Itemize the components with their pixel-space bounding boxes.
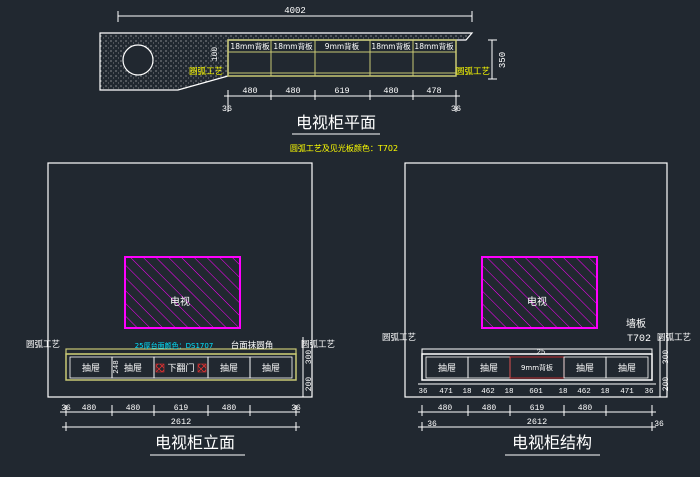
plan-view: 4002 18mm背板 18mm背板 9mm背板 18mm背板 18mm背板 1… bbox=[99, 6, 508, 153]
structure-cabinet bbox=[421, 353, 653, 381]
structure-inner-dim: 18 bbox=[462, 388, 471, 396]
structure-dim: 619 bbox=[530, 404, 545, 413]
plan-arc-right: 圆弧工艺 bbox=[456, 66, 490, 77]
elevation-dim: 480 bbox=[222, 404, 237, 413]
plan-dim: 480 bbox=[285, 86, 300, 96]
plan-board-label: 18mm背板 bbox=[273, 41, 313, 51]
plan-board-label: 9mm背板 bbox=[325, 41, 360, 51]
elevation-dim: 480 bbox=[82, 404, 97, 413]
plan-cabinet-body bbox=[227, 39, 457, 77]
elevation-height-248: 248 bbox=[113, 360, 121, 374]
elevation-total: 2612 bbox=[171, 417, 191, 427]
structure-dim: 480 bbox=[438, 404, 453, 413]
structure-dim: 480 bbox=[482, 404, 497, 413]
plan-board-label: 18mm背板 bbox=[371, 41, 411, 51]
plan-round-column bbox=[122, 44, 154, 76]
structure-total: 2612 bbox=[527, 417, 547, 427]
elevation-cabinet bbox=[65, 353, 297, 381]
plan-dim: 480 bbox=[383, 86, 398, 96]
structure-inner-dim: 471 bbox=[439, 388, 453, 396]
elevation-height: 200 bbox=[305, 377, 314, 392]
elevation-color-note: 25厚台面颜色：DS1707 bbox=[135, 341, 214, 350]
structure-end-left: 36 bbox=[427, 420, 437, 429]
structure-inner-dim: 601 bbox=[529, 388, 543, 396]
elevation-height: 300 bbox=[305, 350, 314, 365]
plan-color-note: 圆弧工艺及见光板颜色：T702 bbox=[290, 143, 398, 153]
plan-end-right: 36 bbox=[451, 104, 461, 114]
elevation-title: 电视柜立面 bbox=[155, 433, 235, 452]
structure-inner-dim: 471 bbox=[620, 388, 634, 396]
elevation-tv bbox=[124, 256, 241, 329]
structure-end-right: 36 bbox=[654, 420, 664, 429]
elevation-tv-label: 电视 bbox=[170, 295, 190, 308]
elevation-drawer: 抽屉 bbox=[262, 362, 280, 374]
structure-drawer: 抽屉 bbox=[480, 362, 498, 374]
plan-depth: 350 bbox=[498, 52, 508, 68]
elevation-arc-right: 圆弧工艺 bbox=[301, 339, 335, 350]
elevation-view: 电视 抽屉 抽屉 下翻门 抽屉 抽屉 圆弧工艺 圆弧工艺 25厚台面颜色：DS1… bbox=[26, 162, 335, 456]
plan-dim: 619 bbox=[334, 86, 349, 96]
structure-wall-code: T702 bbox=[627, 334, 651, 345]
structure-inner-dim: 36 bbox=[418, 388, 428, 396]
structure-height: 300 bbox=[662, 350, 671, 365]
structure-title: 电视柜结构 bbox=[512, 433, 592, 452]
structure-inner-dim: 462 bbox=[481, 388, 495, 396]
elevation-arc-left: 圆弧工艺 bbox=[26, 339, 60, 350]
plan-arc-left: 圆弧工艺 bbox=[189, 66, 223, 77]
structure-drawer: 9mm背板 bbox=[521, 363, 553, 372]
plan-title: 电视柜平面 bbox=[296, 113, 376, 132]
structure-drawer: 抽屉 bbox=[618, 362, 636, 374]
elevation-drawer: 抽屉 bbox=[220, 362, 238, 374]
plan-dim: 480 bbox=[242, 86, 257, 96]
structure-inner-dim: 18 bbox=[504, 388, 513, 396]
structure-tv-label: 电视 bbox=[527, 295, 547, 308]
structure-inner-dim: 36 bbox=[644, 388, 654, 396]
structure-inner-dim: 18 bbox=[600, 388, 609, 396]
elevation-dim: 480 bbox=[126, 404, 141, 413]
structure-drawer: 抽屉 bbox=[438, 362, 456, 374]
elevation-dim: 36 bbox=[61, 404, 71, 413]
elevation-dim: 619 bbox=[174, 404, 189, 413]
structure-small-25: 25 bbox=[537, 349, 545, 357]
plan-board-label: 18mm背板 bbox=[230, 41, 270, 51]
structure-height: 200 bbox=[662, 377, 671, 392]
elevation-drawer: 抽屉 bbox=[82, 362, 100, 374]
structure-wall-label: 墙板 bbox=[626, 317, 646, 330]
structure-view: 电视 墙板 T702 圆弧工艺 圆弧工艺 25 抽屉 抽屉 9mm背板 抽屉 抽… bbox=[382, 162, 691, 456]
plan-board-label: 18mm背板 bbox=[414, 41, 454, 51]
structure-tv bbox=[481, 256, 598, 329]
plan-end-left: 36 bbox=[222, 104, 232, 114]
structure-drawer: 抽屉 bbox=[576, 362, 594, 374]
elevation-dim: 36 bbox=[291, 404, 301, 413]
structure-inner-dim: 462 bbox=[577, 388, 591, 396]
plan-overall-width: 4002 bbox=[284, 6, 306, 16]
plan-side-depth: 100 bbox=[211, 47, 220, 62]
structure-inner-dim: 18 bbox=[558, 388, 567, 396]
structure-arc-right: 圆弧工艺 bbox=[657, 332, 691, 343]
elevation-corner-note: 台面抹圆角 bbox=[231, 340, 274, 351]
elevation-drawer: 下翻门 bbox=[167, 362, 194, 374]
structure-dim: 480 bbox=[578, 404, 593, 413]
structure-wall-outline bbox=[404, 162, 668, 398]
elevation-drawer: 抽屉 bbox=[124, 362, 142, 374]
elevation-wall-outline bbox=[47, 162, 313, 398]
structure-arc-left: 圆弧工艺 bbox=[382, 332, 416, 343]
plan-dim: 478 bbox=[426, 86, 441, 96]
